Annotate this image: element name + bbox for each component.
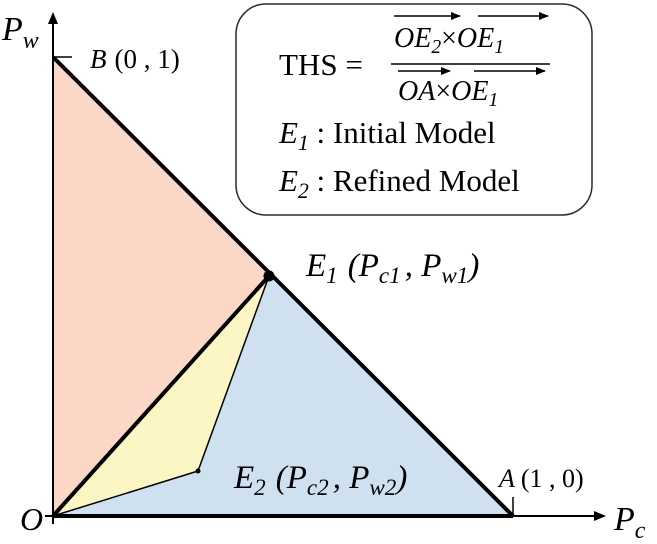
point-e2-label: E2(Pc2, Pw2) xyxy=(233,460,407,500)
line-o-to-e1 xyxy=(51,274,271,518)
legend-line-e2: E2 : Refined Model xyxy=(278,163,520,203)
line-b-to-a xyxy=(51,55,515,518)
formula-legend: THS = OE2×OE1 OA×OE1 E1 : Initial Model … xyxy=(235,3,593,216)
line-e2-to-e1 xyxy=(197,275,270,472)
point-e1 xyxy=(263,270,275,282)
point-e2 xyxy=(195,468,201,474)
point-a-label: A(1 , 0) xyxy=(497,464,584,493)
ths-denominator: OA×OE1 xyxy=(398,76,498,111)
ths-numerator: OE2×OE1 xyxy=(394,23,504,58)
y-axis-label: Pw xyxy=(1,11,39,54)
point-e1-label: E1(Pc1, Pw1) xyxy=(305,248,479,288)
upper-region xyxy=(53,57,269,516)
line-o-to-e2 xyxy=(52,470,199,517)
origin-label: O xyxy=(20,501,43,537)
legend-line-e1: E1 : Initial Model xyxy=(278,115,496,155)
x-axis-label: Pc xyxy=(613,501,646,544)
point-b-label: B(0 , 1) xyxy=(90,44,180,74)
legend-box xyxy=(235,3,593,216)
ths-label: THS = xyxy=(279,47,363,82)
